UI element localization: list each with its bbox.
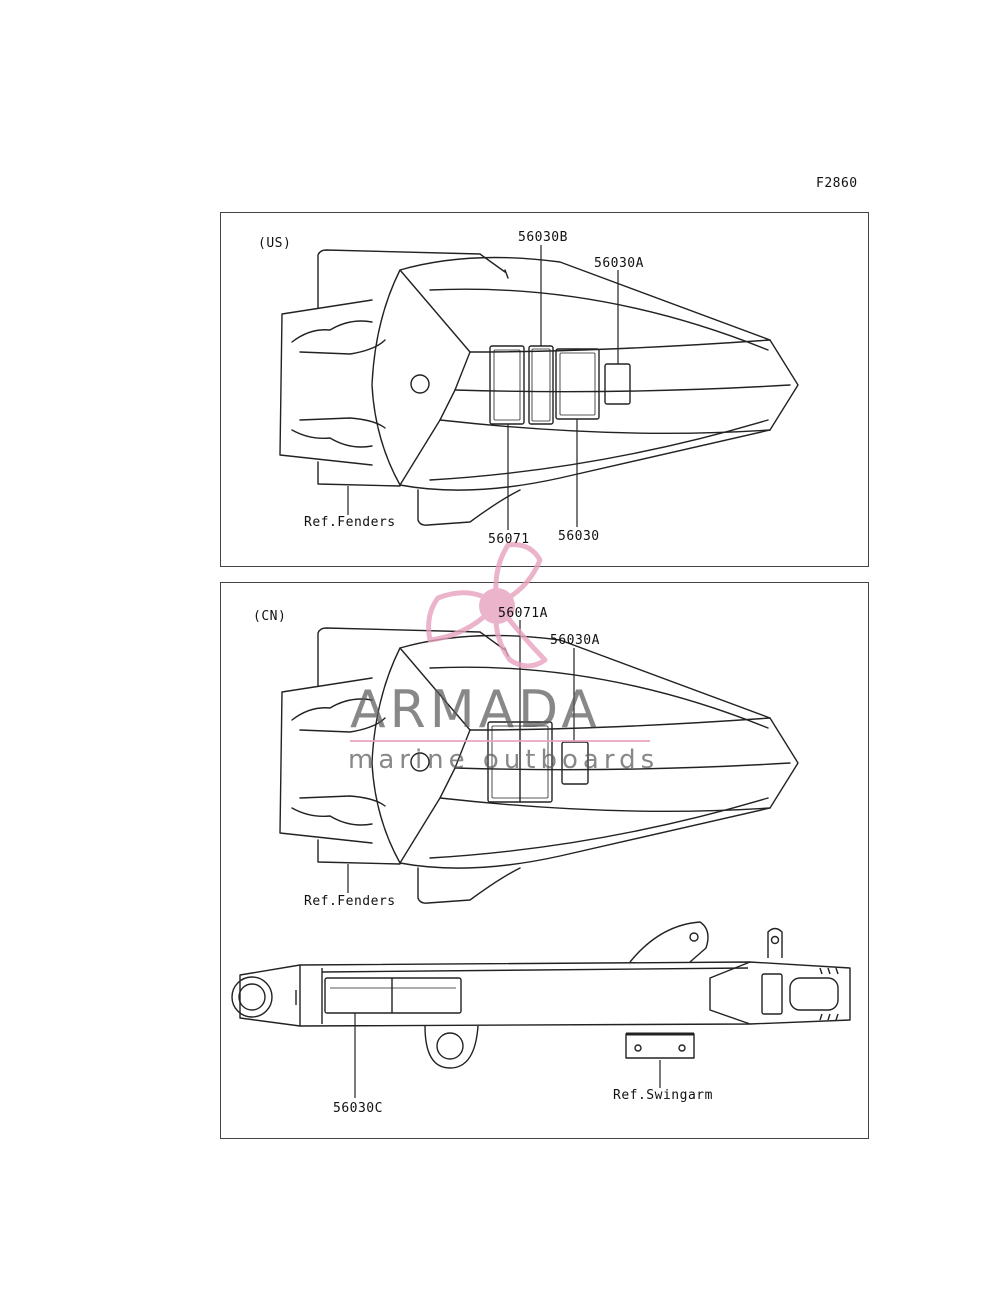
decal-56030C [324, 977, 462, 1014]
watermark-propeller-icon [426, 542, 548, 669]
watermark-brand: ARMADA [350, 680, 601, 740]
part-label-56071: 56071 [488, 532, 530, 547]
watermark-tagline: marine outboards [348, 745, 660, 775]
ref-fenders-cn: Ref.Fenders [304, 894, 396, 909]
ref-swingarm: Ref.Swingarm [613, 1088, 713, 1103]
decal-56030A-us [604, 363, 631, 405]
swingarm-drawing [231, 921, 851, 1069]
part-label-56030: 56030 [558, 529, 600, 544]
decal-56030 [555, 348, 600, 420]
panel-cn [220, 582, 869, 1139]
figure-code: F2860 [816, 176, 858, 191]
panel-us [220, 212, 869, 567]
decal-56071 [489, 345, 525, 425]
fender-us-drawing [279, 249, 799, 526]
part-label-56030A-us: 56030A [594, 256, 644, 271]
region-label-us: (US) [258, 236, 292, 251]
decal-56030B [528, 345, 554, 425]
ref-fenders-us: Ref.Fenders [304, 515, 396, 530]
part-label-56030C: 56030C [333, 1101, 383, 1116]
part-label-56030B: 56030B [518, 230, 568, 245]
region-label-cn: (CN) [253, 609, 287, 624]
part-label-56030A-cn: 56030A [550, 633, 600, 648]
part-label-56071A: 56071A [498, 606, 548, 621]
